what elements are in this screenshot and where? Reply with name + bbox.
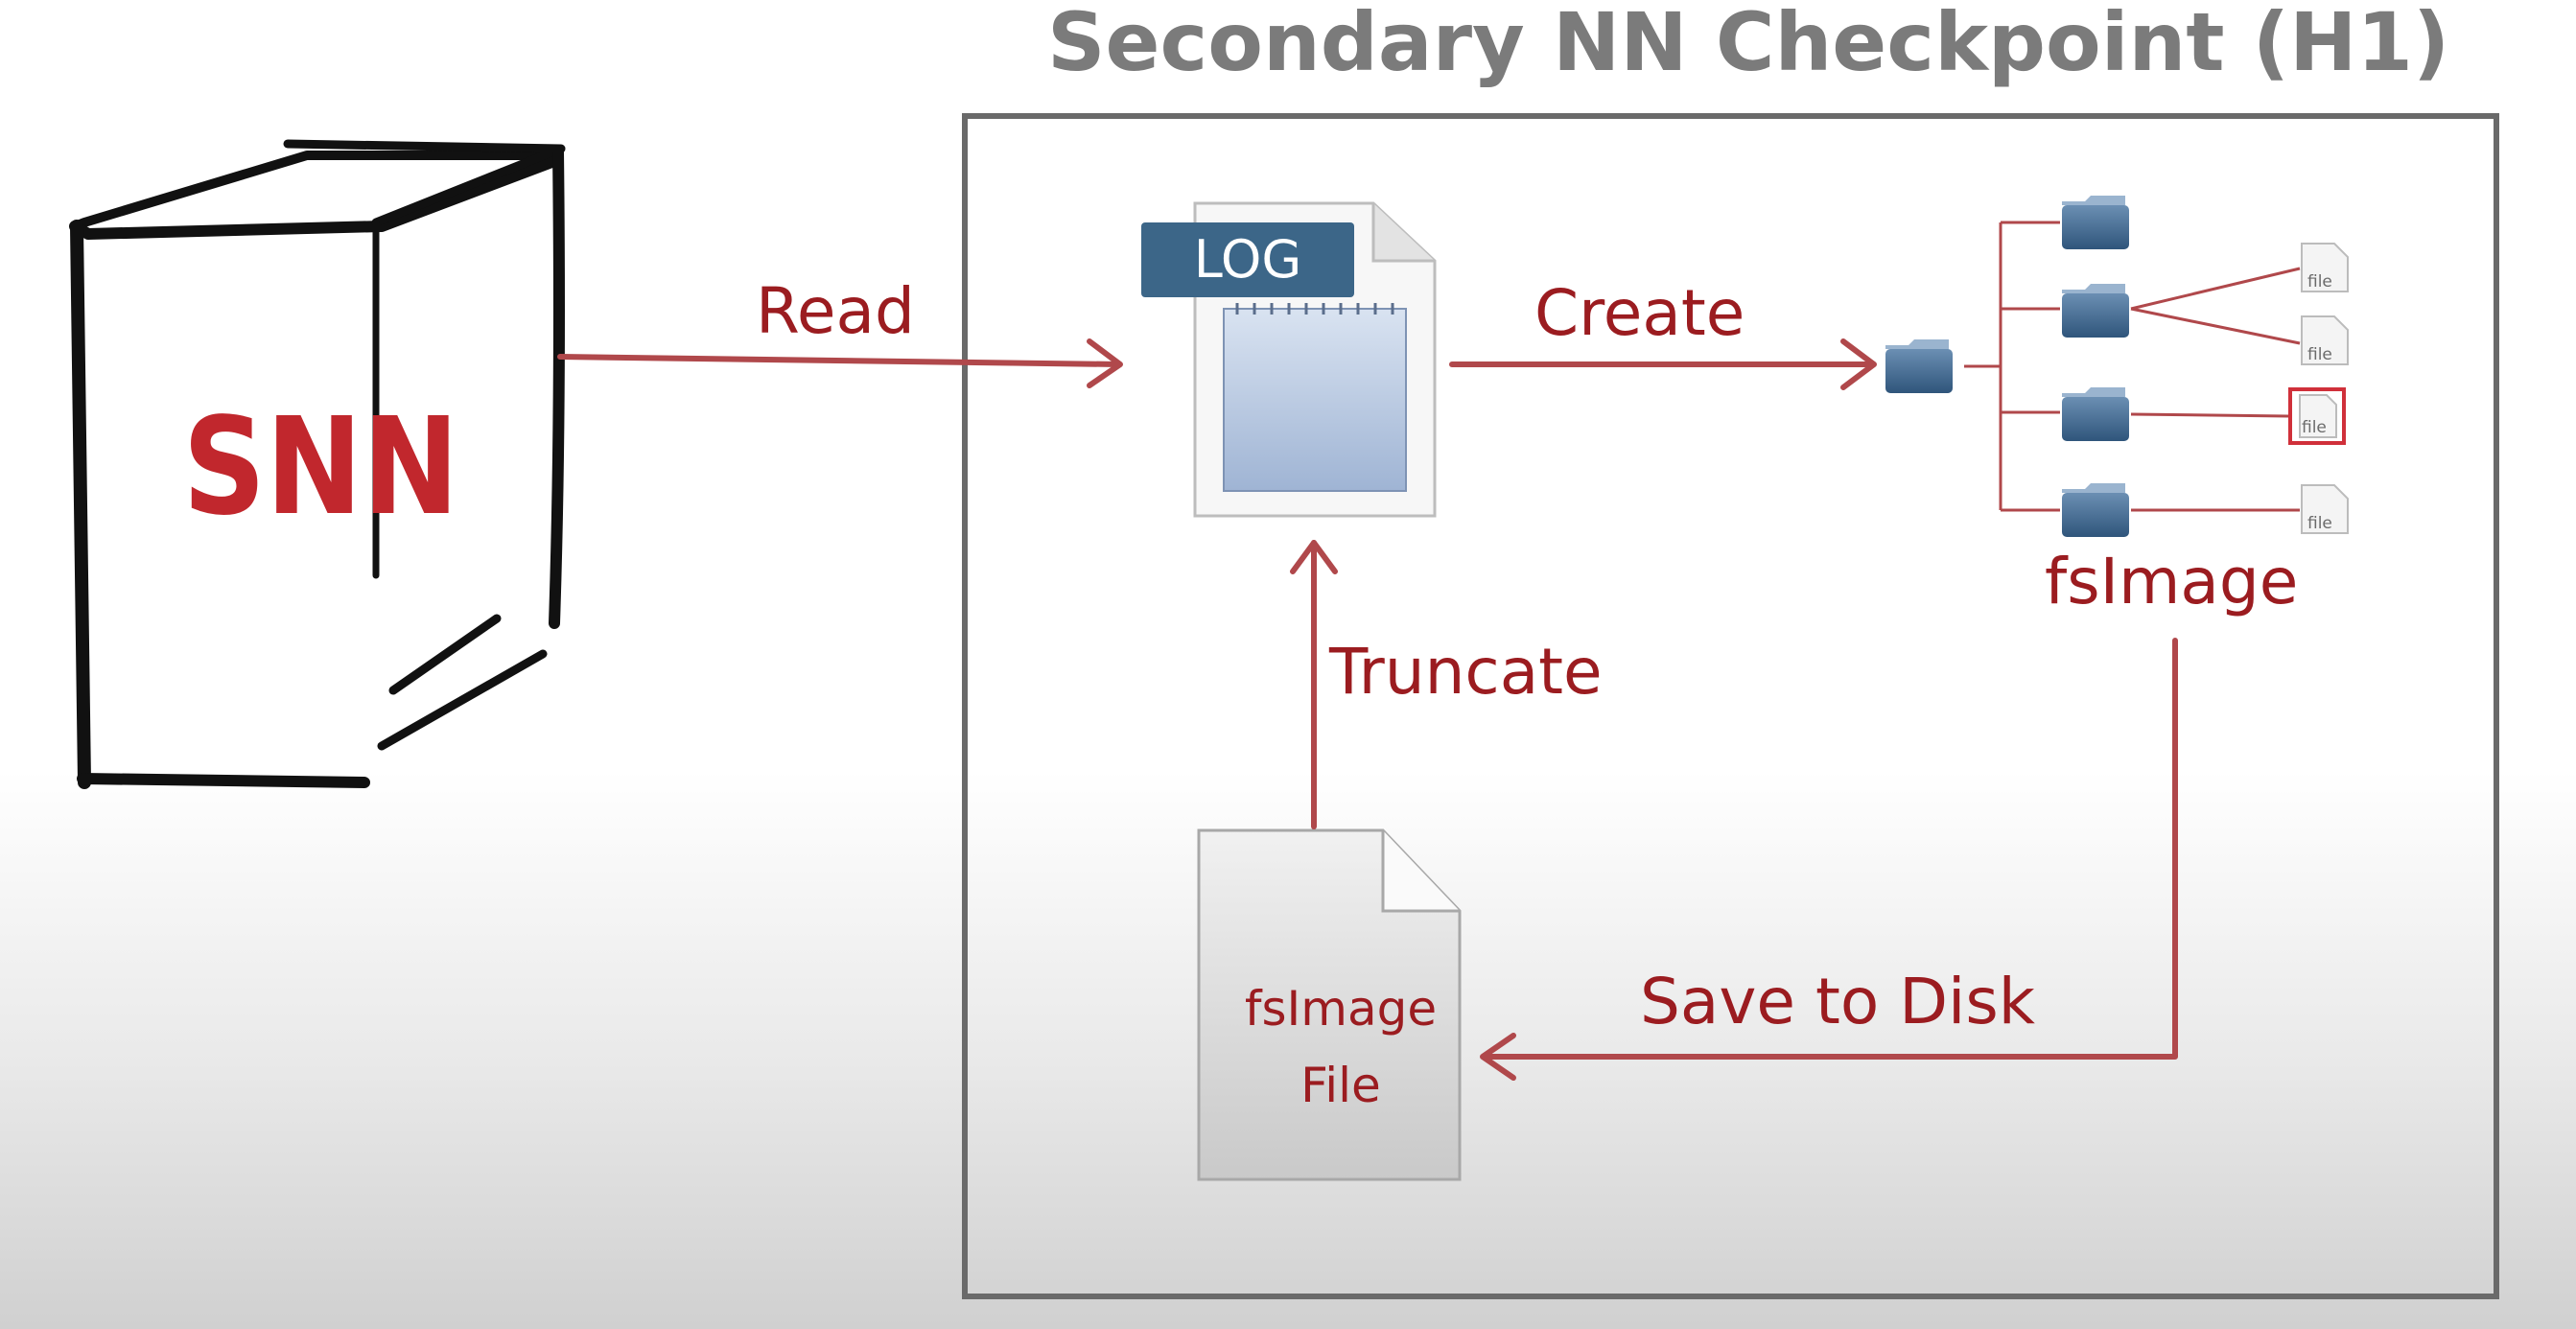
edge-label-read: Read — [756, 274, 915, 348]
file-tag: file — [2302, 418, 2327, 437]
folder-icon — [2062, 483, 2129, 537]
folder-icon — [2062, 284, 2129, 338]
file-tag: file — [2307, 514, 2332, 533]
save-arrowhead — [1480, 1033, 1516, 1081]
edge-label-save: Save to Disk — [1640, 965, 2035, 1038]
file-tag: file — [2307, 345, 2332, 364]
fsimage-file-line2: File — [1300, 1058, 1381, 1113]
folder-icon — [1885, 339, 1953, 393]
read-arrow — [557, 354, 1121, 367]
truncate-arrowhead — [1290, 540, 1338, 574]
log-badge: LOG — [1141, 222, 1354, 297]
folder-icon — [2062, 196, 2129, 249]
file-icon — [2301, 243, 2349, 292]
edge-label-create: Create — [1534, 276, 1745, 350]
file-icon — [2301, 315, 2349, 365]
server-label: SNN — [182, 389, 459, 546]
file-icon — [2288, 387, 2346, 445]
document-icon — [1197, 828, 1462, 1181]
server-box-icon — [69, 139, 566, 789]
create-arrowhead — [1840, 338, 1877, 390]
save-arrow — [1482, 638, 2178, 1060]
checkpoint-frame — [962, 113, 2499, 1299]
folder-icon — [2062, 387, 2129, 441]
fsimage-file-label: fsImage File — [1206, 970, 1475, 1124]
diagram-title: Secondary NN Checkpoint (H1) — [1047, 0, 2450, 89]
fsimage-tree-label: fsImage — [2045, 545, 2299, 618]
fsimage-file-line1: fsImage — [1244, 981, 1438, 1037]
file-tag: file — [2307, 272, 2332, 291]
read-arrowhead — [1087, 338, 1123, 388]
file-icon — [2301, 484, 2349, 534]
tree-connectors — [1964, 221, 2301, 512]
edge-label-truncate: Truncate — [1329, 635, 1603, 709]
